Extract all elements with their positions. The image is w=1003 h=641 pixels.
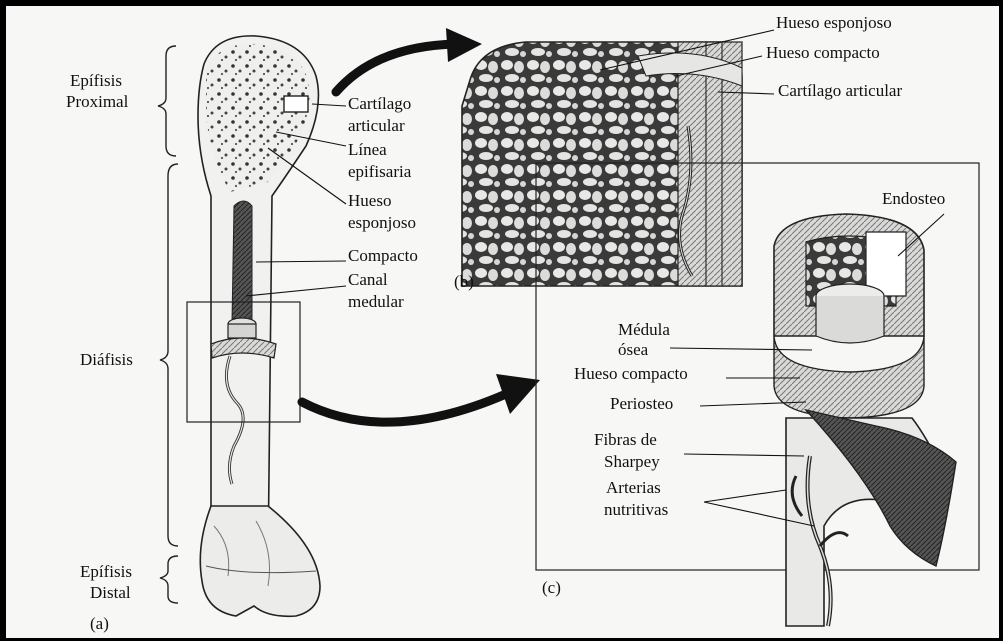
label-cartilago-articular-a-2: articular — [348, 116, 405, 135]
label-fibras-sharpey-1: Fibras de — [594, 430, 657, 449]
label-panel-a: (a) — [90, 614, 109, 633]
label-medula-osea-1: Médula — [618, 320, 670, 339]
label-linea-epifisaria-2: epifisaria — [348, 162, 411, 181]
label-linea-epifisaria-1: Línea — [348, 140, 387, 159]
label-medula-osea-2: ósea — [618, 340, 648, 359]
label-arterias-nutritivas-1: Arterias — [606, 478, 661, 497]
label-panel-b: (b) — [454, 272, 474, 291]
label-panel-c: (c) — [542, 578, 561, 597]
bone-illustration — [6, 6, 999, 638]
label-hueso-esponjoso-b: Hueso esponjoso — [776, 13, 892, 32]
label-compacto: Compacto — [348, 246, 418, 265]
label-epifisis-distal-2: Distal — [90, 583, 131, 602]
label-hueso-esponjoso-a-2: esponjoso — [348, 213, 416, 232]
label-hueso-compacto-b: Hueso compacto — [766, 43, 880, 62]
label-hueso-compacto-c: Hueso compacto — [574, 364, 688, 383]
label-canal-medular-2: medular — [348, 292, 404, 311]
spongy-bone-detail — [462, 42, 742, 286]
figure-panel: Epífisis Proximal Diáfisis Epífisis Dist… — [6, 6, 999, 638]
label-epifisis-distal-1: Epífisis — [80, 562, 132, 581]
arrow-to-c — [302, 374, 540, 422]
label-cartilago-articular-a-1: Cartílago — [348, 94, 411, 113]
label-epifisis-proximal-2: Proximal — [66, 92, 128, 111]
label-arterias-nutritivas-2: nutritivas — [604, 500, 668, 519]
bracket-epifisis-distal — [160, 556, 178, 603]
label-periosteo: Periosteo — [610, 394, 673, 413]
label-endosteo: Endosteo — [882, 189, 945, 208]
bracket-diafisis — [160, 164, 178, 546]
label-fibras-sharpey-2: Sharpey — [604, 452, 660, 471]
label-hueso-esponjoso-a-1: Hueso — [348, 191, 391, 210]
label-diafisis: Diáfisis — [80, 350, 133, 369]
arrow-to-b — [336, 28, 482, 92]
long-bone — [187, 36, 320, 616]
label-canal-medular-1: Canal — [348, 270, 388, 289]
bracket-epifisis-proximal — [158, 46, 176, 156]
label-epifisis-proximal-1: Epífisis — [70, 71, 122, 90]
label-cartilago-articular-b: Cartílago articular — [778, 81, 902, 100]
shaft-cross-section — [774, 214, 956, 626]
